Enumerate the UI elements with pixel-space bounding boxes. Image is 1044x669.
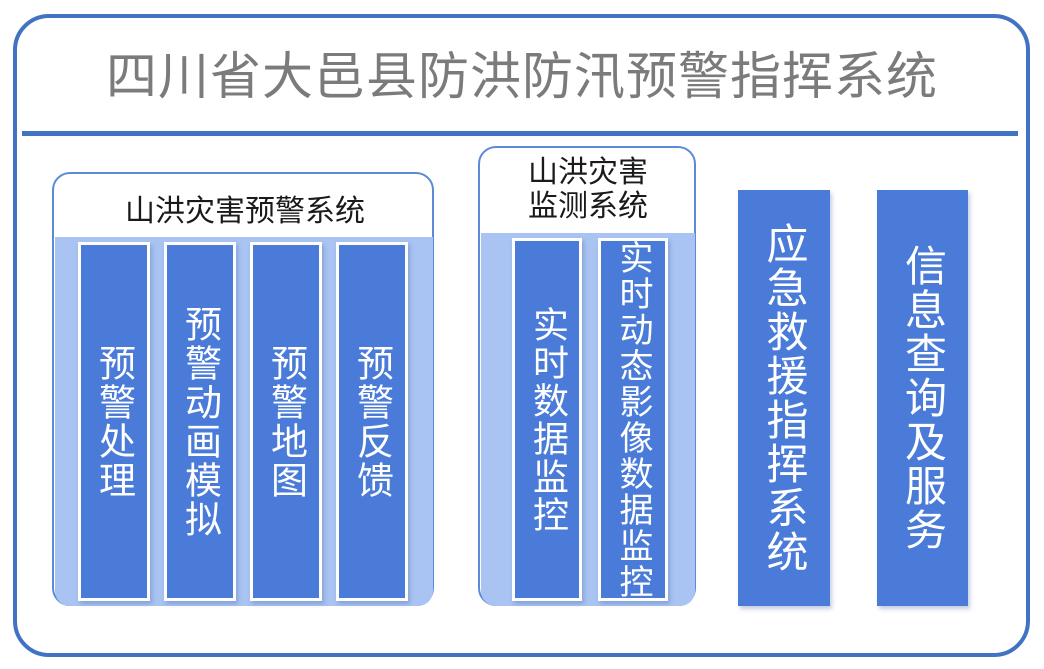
- group-warning-system-title: 山洪灾害预警系统: [125, 194, 365, 229]
- module-warning-processing[interactable]: 预警处理: [78, 242, 150, 601]
- outer-frame: [13, 14, 1030, 657]
- module-realtime-data-monitoring[interactable]: 实时数据监控: [512, 238, 582, 601]
- module-warning-map-label: 预警地图: [264, 343, 308, 500]
- module-realtime-dynamic-image-data-monitoring[interactable]: 实时动态影像数据监控: [598, 238, 668, 601]
- module-emergency-rescue-command-system[interactable]: 应急救援指挥系统: [738, 190, 830, 606]
- module-warning-processing-label: 预警处理: [92, 343, 136, 500]
- group-warning-system[interactable]: 山洪灾害预警系统 预警处理 预警动画模拟 预警地图 预警反馈: [52, 172, 434, 606]
- module-information-query-and-service-label: 信息查询及服务: [898, 244, 948, 552]
- page-title: 四川省大邑县防洪防汛预警指挥系统: [105, 48, 938, 107]
- module-warning-feedback-label: 预警反馈: [350, 343, 394, 500]
- module-information-query-and-service[interactable]: 信息查询及服务: [877, 190, 968, 606]
- title-divider: [22, 131, 1018, 136]
- module-warning-map[interactable]: 预警地图: [250, 242, 322, 601]
- group-monitor-system[interactable]: 山洪灾害 监测系统 实时数据监控 实时动态影像数据监控: [478, 146, 696, 606]
- module-warning-feedback[interactable]: 预警反馈: [336, 242, 408, 601]
- module-emergency-rescue-command-system-label: 应急救援指挥系统: [760, 222, 809, 574]
- module-warning-animation-simulation-label: 预警动画模拟: [178, 304, 222, 539]
- module-realtime-dynamic-image-data-monitoring-label: 实时动态影像数据监控: [613, 239, 653, 600]
- module-warning-animation-simulation[interactable]: 预警动画模拟: [164, 242, 236, 601]
- module-realtime-data-monitoring-label: 实时数据监控: [527, 305, 568, 534]
- group-monitor-system-title: 山洪灾害 监测系统: [528, 155, 648, 224]
